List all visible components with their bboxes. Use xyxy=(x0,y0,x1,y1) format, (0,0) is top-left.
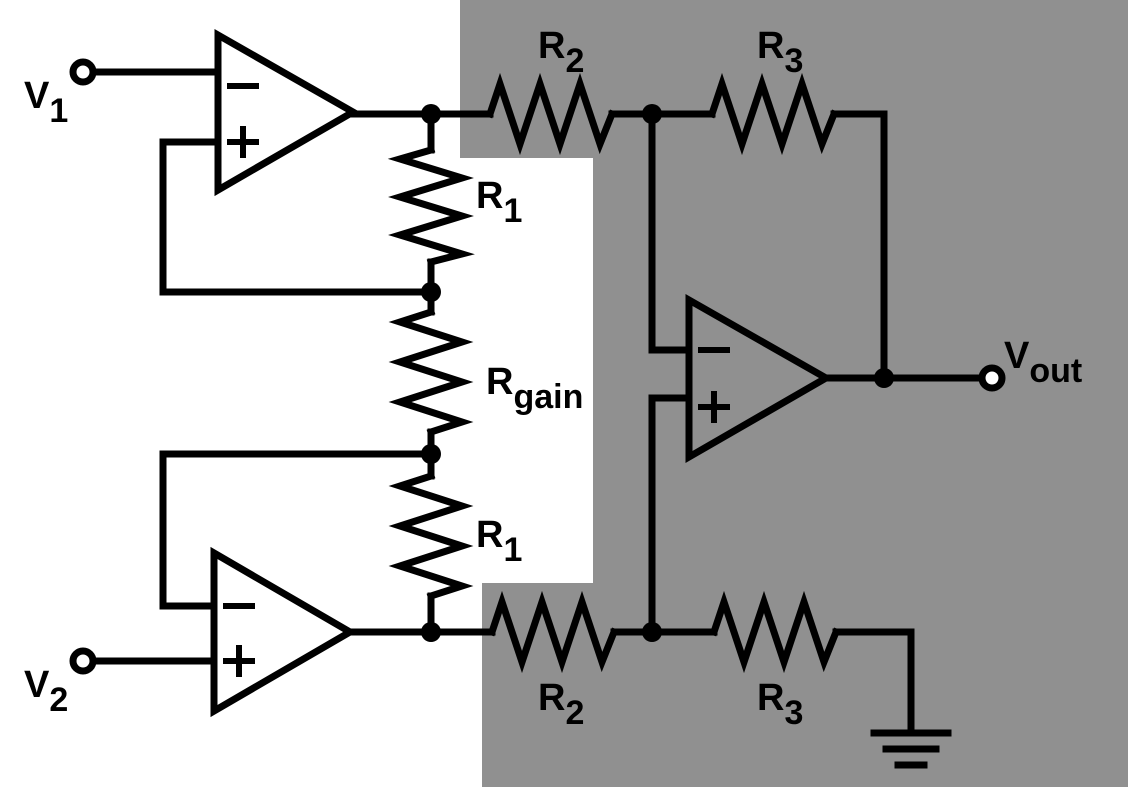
v2-input-terminal xyxy=(69,647,97,675)
junction-dot xyxy=(421,282,441,302)
label-r2-top: R2 xyxy=(538,25,584,80)
bottom-input-opamp xyxy=(210,546,357,718)
top-input-opamp xyxy=(214,28,361,197)
vout-output-terminal xyxy=(978,364,1006,392)
resistor-r2-bottom xyxy=(487,590,619,674)
ground-icon xyxy=(870,729,952,769)
v1-input-terminal xyxy=(69,58,97,86)
label-rgain: Rgain xyxy=(486,361,583,416)
resistor-r3-bottom xyxy=(709,590,841,674)
junction-dot xyxy=(421,104,441,124)
label-r3-bottom: R3 xyxy=(757,677,803,732)
output-difference-opamp xyxy=(685,293,834,464)
label-r3-top: R3 xyxy=(757,25,803,80)
junction-dot xyxy=(874,368,894,388)
label-r1-top: R1 xyxy=(476,175,522,230)
junction-dot xyxy=(421,444,441,464)
resistor-r3-top xyxy=(707,72,839,156)
resistor-r2-top xyxy=(485,72,617,156)
resistor-rgain xyxy=(388,307,474,437)
junction-dot xyxy=(642,622,662,642)
junction-dot xyxy=(421,622,441,642)
label-r2-bottom: R2 xyxy=(538,677,584,732)
label-vout: Vout xyxy=(1004,335,1082,390)
label-v2: V2 xyxy=(24,664,68,719)
resistor-r1-bottom xyxy=(388,471,474,601)
wires xyxy=(88,68,988,737)
resistor-r1-top xyxy=(387,145,475,267)
label-r1-bottom: R1 xyxy=(476,514,522,569)
label-v1: V1 xyxy=(24,75,68,130)
junction-dot xyxy=(642,104,662,124)
